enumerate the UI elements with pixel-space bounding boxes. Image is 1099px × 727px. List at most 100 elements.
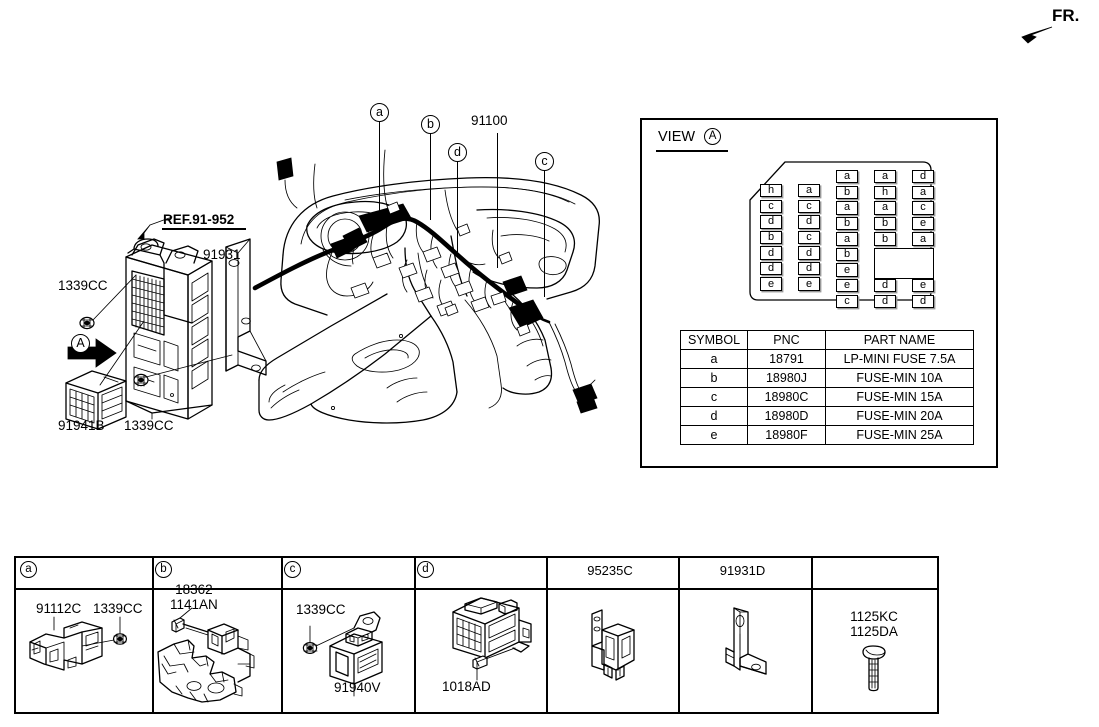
fuse-slot-d: d — [798, 246, 820, 260]
parts-table — [14, 556, 939, 714]
fuse-slot-d: d — [912, 294, 934, 309]
parts-table-header-rule — [16, 588, 937, 590]
fuse-slot-e: e — [760, 277, 782, 291]
fuse-slot-h: h — [760, 184, 782, 198]
fuse-slot-b: b — [760, 230, 782, 245]
leader-line-a — [379, 122, 381, 230]
parts-table-divider-6 — [811, 558, 813, 712]
parts-table-divider-1 — [152, 558, 154, 712]
part-label-1339cc-cell-c: 1339CC — [296, 602, 346, 617]
fuse-slot-b: b — [874, 216, 896, 231]
symbol-table-cell-pnc: 18980F — [747, 425, 826, 445]
parts-cell-header-95235c: 95235C — [587, 563, 633, 578]
fuse-slot-e: e — [836, 263, 858, 277]
fuse-slot-c: c — [912, 201, 934, 215]
leader-line-b — [430, 134, 432, 220]
fuse-slot-c: c — [798, 199, 820, 213]
callout-marker-a: a — [370, 103, 389, 122]
view-a-title-text: VIEW — [658, 128, 696, 145]
fuse-slot-d: d — [874, 294, 896, 309]
symbol-table-cell-pnc: 18980J — [747, 368, 826, 388]
fuse-slot-c: c — [836, 294, 858, 309]
fuse-slot-a: a — [836, 170, 858, 184]
fuse-slot-a: a — [874, 201, 896, 215]
symbol-table-header-pnc: PNC — [747, 330, 826, 350]
symbol-table-cell-pnc: 18980D — [747, 406, 826, 426]
arrow-up-right-icon — [1019, 26, 1053, 46]
part-illustration-91940v — [292, 604, 404, 697]
parts-table-divider-5 — [678, 558, 680, 712]
symbol-table-cell-part-name: LP-MINI FUSE 7.5A — [825, 349, 974, 369]
part-label-1339cc-upper: 1339CC — [58, 278, 108, 293]
part-illustration-91112c — [24, 612, 134, 682]
part-label-1125kc-1125da: 1125KC 1125DA — [850, 609, 898, 640]
part-illustration-fusebox-module — [443, 586, 547, 681]
fuse-slot-a: a — [836, 201, 858, 215]
parts-cell-marker-b: b — [155, 561, 172, 578]
relay-pocket-blank — [874, 248, 934, 280]
leader-line-d — [457, 162, 459, 252]
callout-marker-b: b — [421, 115, 440, 134]
parts-cell-marker-a: a — [20, 561, 37, 578]
part-label-91941b: 91941B — [58, 418, 105, 433]
parts-cell-marker-c: c — [284, 561, 301, 578]
leader-line-c — [544, 171, 546, 297]
symbol-table-cell-part-name: FUSE-MIN 25A — [825, 425, 974, 445]
symbol-table-cell-pnc: 18791 — [747, 349, 826, 369]
fuse-slot-a: a — [912, 232, 934, 246]
part-illustration-95235c — [578, 608, 646, 684]
part-label-91931: 91931 — [203, 247, 241, 262]
symbol-table-cell-part-name: FUSE-MIN 20A — [825, 406, 974, 426]
harness-pnc-label: 91100 — [471, 113, 508, 128]
fuse-slot-b: b — [836, 216, 858, 231]
symbol-table-cell-pnc: 18980C — [747, 387, 826, 407]
fuse-slot-e: e — [836, 279, 858, 293]
fuse-slot-b: b — [836, 185, 858, 199]
fuse-slot-d: d — [798, 215, 820, 229]
symbol-table-header-symbol: SYMBOL — [680, 330, 748, 350]
fuse-slot-d: d — [874, 279, 896, 293]
part-label-91940v: 91940V — [334, 680, 381, 695]
part-label-91112c: 91112C — [36, 601, 82, 616]
fuse-slot-d: d — [912, 170, 934, 184]
fuse-slot-b: b — [874, 232, 896, 246]
view-a-title-underline — [656, 150, 728, 152]
fuse-slot-e: e — [798, 277, 820, 291]
part-label-1339cc-lower: 1339CC — [124, 418, 174, 433]
part-label-1018ad: 1018AD — [442, 679, 491, 694]
view-a-title: VIEW A — [658, 128, 722, 145]
fuse-slot-e: e — [912, 216, 934, 231]
fuse-slot-a: a — [798, 184, 820, 198]
view-a-marker: A — [704, 128, 722, 145]
fuse-slot-c: c — [760, 199, 782, 213]
junction-box-assembly-illustration — [60, 205, 295, 435]
orientation-label: FR. — [1052, 6, 1080, 25]
fuse-slot-a: a — [912, 185, 934, 199]
fuse-slot-d: d — [760, 246, 782, 260]
fuse-slot-d: d — [798, 261, 820, 276]
fuse-slot-c: c — [798, 230, 820, 245]
symbol-table-cell-symbol: a — [680, 349, 748, 369]
symbol-table-cell-symbol: c — [680, 387, 748, 407]
symbol-table-cell-symbol: d — [680, 406, 748, 426]
symbol-table-cell-symbol: b — [680, 368, 748, 388]
fuse-slot-a: a — [836, 232, 858, 246]
callout-marker-c: c — [535, 152, 554, 171]
symbol-table-header-row: SYMBOL PNC PART NAME — [680, 330, 974, 350]
symbol-table-cell-part-name: FUSE-MIN 10A — [825, 368, 974, 388]
parts-cell-marker-d: d — [417, 561, 434, 578]
view-marker-a: A — [71, 334, 90, 353]
fuse-slot-e: e — [912, 279, 934, 293]
part-label-18362-1141an: 18362 1141AN — [170, 582, 218, 613]
